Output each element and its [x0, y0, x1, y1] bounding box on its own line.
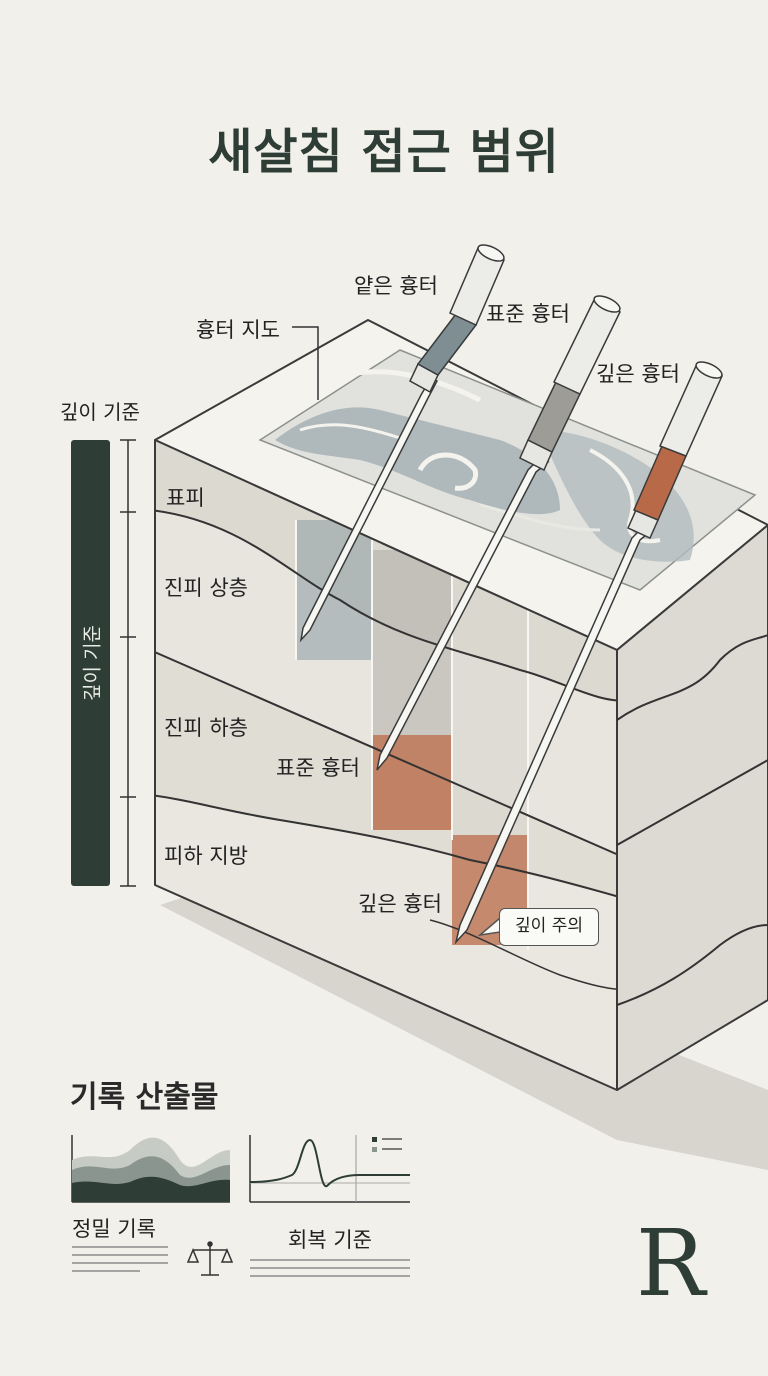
- layer-upper-dermis-label: 진피 상층: [164, 576, 248, 600]
- map-leader-line: [292, 326, 319, 400]
- recovery-standard-caption: 회복 기준: [288, 1228, 372, 1252]
- shallow-needle: [299, 244, 505, 643]
- shallow-needle-label: 얕은 흉터: [354, 274, 438, 298]
- deep-tip-label: 깊은 흉터: [358, 892, 442, 916]
- balance-scale-icon: [186, 1241, 234, 1276]
- precision-record-caption: 정밀 기록: [72, 1217, 156, 1241]
- depth-warning-callout: 깊이 주의: [499, 908, 599, 946]
- recovery-standard-lines: [250, 1259, 410, 1277]
- page-title: 새살침 접근 범위: [208, 124, 560, 180]
- precision-record-chart: [71, 1135, 230, 1203]
- depth-reference-bar: 깊이 기준: [71, 440, 110, 886]
- records-title: 기록 산출물: [70, 1080, 219, 1115]
- depth-ruler: [120, 439, 136, 887]
- depth-reference-title: 깊이 기준: [60, 400, 140, 424]
- map-label: 흉터 지도: [196, 318, 280, 342]
- standard-tip-label: 표준 흉터: [276, 756, 360, 780]
- brand-logo: R: [636, 1210, 706, 1317]
- precision-record-lines: [72, 1246, 168, 1272]
- layer-epidermis-label: 표피: [166, 486, 205, 510]
- block-right-face: [616, 524, 768, 1091]
- deep-zone-upper: [452, 580, 528, 835]
- recovery-standard-chart: [249, 1135, 410, 1203]
- standard-needle: [376, 295, 622, 771]
- standard-needle-label: 표준 흉터: [486, 302, 570, 326]
- layer-subcutaneous-label: 피하 지방: [164, 844, 248, 868]
- depth-reference-bar-label: 깊이 기준: [81, 625, 103, 701]
- layer-lower-dermis-label: 진피 하층: [164, 716, 248, 740]
- legend-icon: [372, 1137, 402, 1152]
- shallow-zone: [296, 520, 372, 660]
- deep-needle-label: 깊은 흉터: [596, 362, 680, 386]
- deep-needle: [454, 361, 724, 945]
